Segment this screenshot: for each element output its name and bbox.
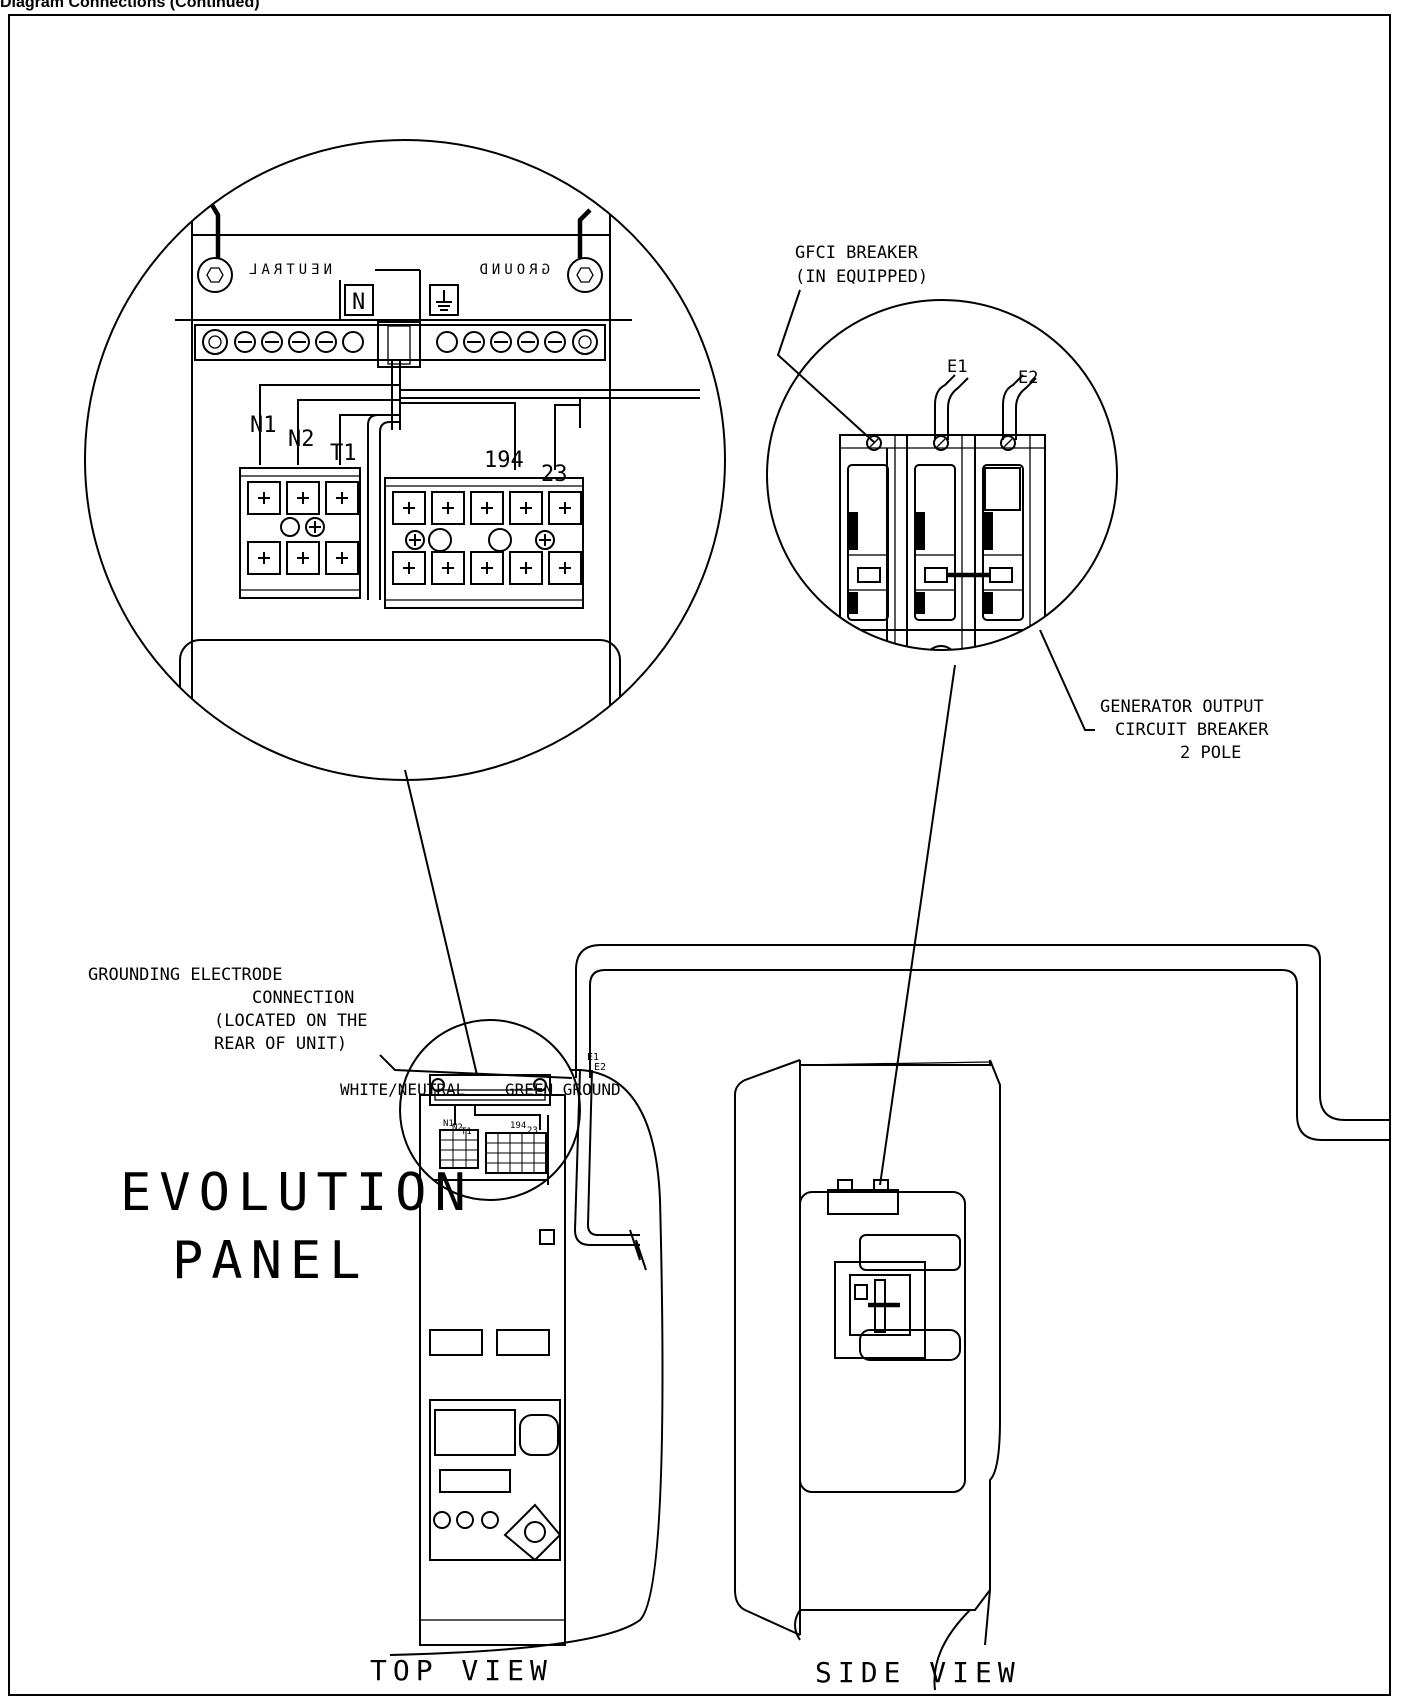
side-view-unit — [734, 1059, 1001, 1691]
e1-label: E1 — [947, 357, 967, 377]
gen-label-line2: CIRCUIT BREAKER — [1115, 720, 1269, 740]
breaker-detail-circle: E1 E2 — [766, 299, 1118, 651]
gfci-label-line2: (IN EQUIPPED) — [795, 267, 928, 287]
svg-text:N: N — [352, 290, 365, 315]
white-neutral-label: WHITE/NEUTRAL — [340, 1080, 465, 1099]
evolution-label-line2: PANEL — [172, 1231, 369, 1291]
side-view-caption: SIDE VIEW — [815, 1656, 1021, 1689]
page-header: Diagram Connections (Continued) — [0, 0, 260, 11]
wire-194-label: 194 — [484, 448, 524, 473]
drawing-frame — [8, 14, 1391, 1696]
top-view-caption: TOP VIEW — [370, 1654, 553, 1687]
small-23-label: 23 — [527, 1126, 538, 1136]
wire-23-label: 23 — [541, 462, 568, 487]
terminal-detail-circle: NEUTRAL GROUND N — [84, 139, 726, 781]
top-view-unit — [389, 1069, 664, 1656]
ground-label-mirrored: GROUND — [475, 262, 550, 278]
small-n2-label: N2 — [452, 1123, 463, 1133]
ground-label-line3: (LOCATED ON THE — [214, 1011, 368, 1031]
neutral-label-mirrored: NEUTRAL — [245, 262, 332, 278]
n2-label: N2 — [288, 427, 315, 452]
ground-label-line2: CONNECTION — [252, 988, 354, 1008]
small-e1-label: E1 — [587, 1052, 599, 1063]
small-n1-label: N1 — [443, 1119, 454, 1129]
gfci-label-line1: GFCI BREAKER — [795, 243, 919, 263]
t1-label: T1 — [330, 441, 357, 466]
evolution-label-line1: EVOLUTION — [120, 1163, 474, 1223]
gen-label-line3: 2 POLE — [1180, 743, 1241, 763]
small-t1-label: T1 — [461, 1127, 472, 1137]
green-ground-label: GREEN GROUND — [505, 1080, 621, 1099]
small-194-label: 194 — [510, 1121, 526, 1131]
gen-label-line1: GENERATOR OUTPUT — [1100, 697, 1264, 717]
top-view-detail-circle: N1 N2 T1 194 23 — [399, 1019, 581, 1201]
n1-label: N1 — [250, 413, 277, 438]
ground-label-line1: GROUNDING ELECTRODE — [88, 965, 282, 985]
small-e2-label: E2 — [594, 1062, 606, 1073]
e2-label: E2 — [1018, 368, 1038, 388]
ground-label-line4: REAR OF UNIT) — [214, 1034, 347, 1054]
